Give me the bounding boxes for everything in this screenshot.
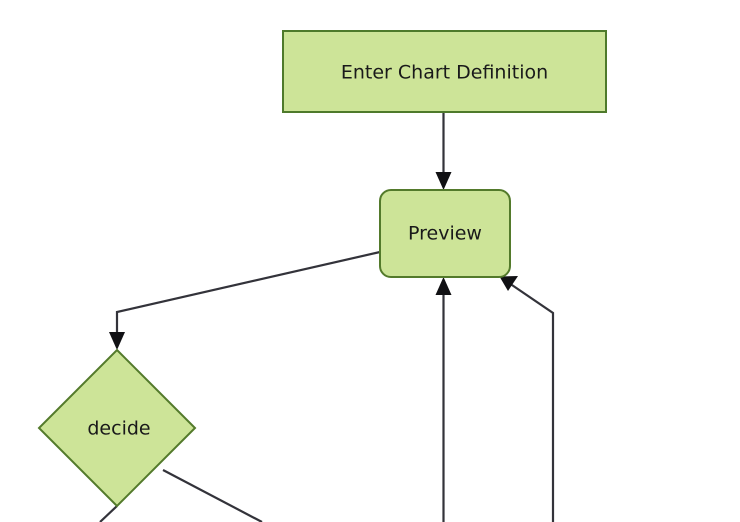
edge-line xyxy=(99,505,118,522)
arrowhead-icon xyxy=(435,172,452,190)
edge-line xyxy=(115,250,381,338)
edge-line xyxy=(162,469,263,522)
node-shape-rectangle[interactable] xyxy=(282,30,607,113)
edge-bottom-right-to-preview xyxy=(499,276,555,522)
arrowhead-icon xyxy=(109,332,125,350)
node-enter-chart-definition[interactable]: Enter Chart Definition xyxy=(282,30,607,113)
edge-decide-to-bottom-right xyxy=(162,469,263,522)
node-decide[interactable]: decide xyxy=(37,348,197,508)
arrowhead-icon xyxy=(499,276,518,291)
edge-decide-to-bottom-left xyxy=(99,505,118,522)
edge-enter-to-preview xyxy=(435,112,452,190)
node-shape-rounded-rectangle[interactable] xyxy=(379,189,511,278)
edge-preview-to-decide xyxy=(109,250,381,350)
node-preview[interactable]: Preview xyxy=(379,189,511,278)
edge-bottom-center-to-preview xyxy=(435,277,452,522)
edge-line xyxy=(508,282,555,522)
arrowhead-icon xyxy=(435,277,452,295)
node-shape-diamond[interactable] xyxy=(37,348,197,508)
